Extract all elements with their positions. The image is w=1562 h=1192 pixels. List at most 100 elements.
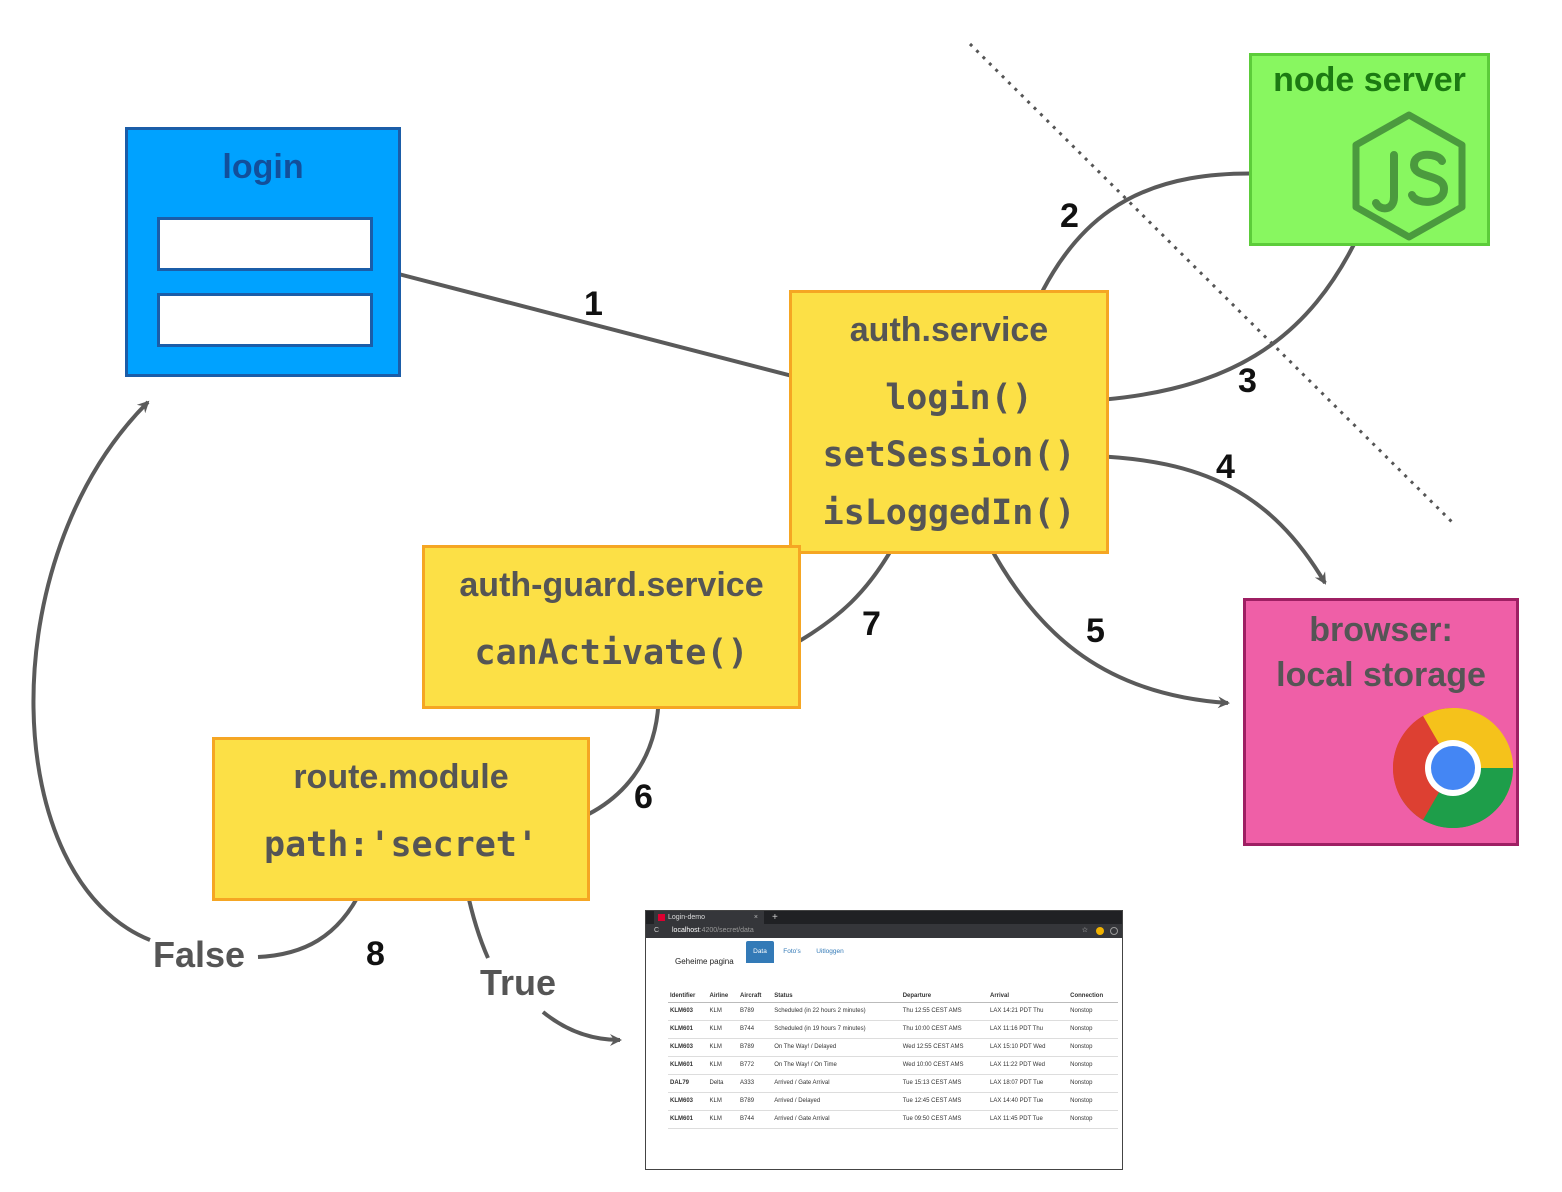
- table-cell: LAX 15:10 PDT Wed: [987, 1038, 1069, 1057]
- bookmark-star-icon[interactable]: ☆: [1081, 927, 1088, 934]
- step-7-label: 7: [862, 605, 881, 643]
- extension-icon[interactable]: [1096, 927, 1104, 935]
- set-session-method: setSession(): [822, 435, 1076, 475]
- table-cell: LAX 18:07 PDT Tue: [987, 1074, 1069, 1093]
- route-module-box: route.module path:'secret': [212, 737, 590, 901]
- reload-icon[interactable]: C: [654, 927, 660, 934]
- is-logged-in-method: isLoggedIn(): [822, 493, 1076, 533]
- tab-data[interactable]: Data: [746, 941, 774, 963]
- table-cell: Tue 09:50 CEST AMS: [900, 1110, 988, 1129]
- table-cell: LAX 11:16 PDT Thu: [987, 1020, 1069, 1039]
- table-cell: KLM: [707, 1092, 739, 1111]
- table-cell: LAX 11:22 PDT Wed: [987, 1056, 1069, 1075]
- table-cell: KLM601: [668, 1020, 708, 1039]
- node-server-title: node server: [1273, 61, 1466, 99]
- step-3-label: 3: [1238, 362, 1257, 400]
- step-6-label: 6: [634, 778, 653, 816]
- table-cell: B772: [738, 1056, 773, 1075]
- column-header: Airline: [707, 991, 739, 1003]
- table-cell: Scheduled (in 19 hours 7 minutes): [772, 1020, 901, 1039]
- step-1-label: 1: [584, 285, 603, 323]
- node-server-box: node server: [1249, 53, 1490, 246]
- table-cell: KLM603: [668, 1002, 708, 1021]
- table-cell: Wed 10:00 CEST AMS: [900, 1056, 988, 1075]
- table-cell: KLM: [707, 1110, 739, 1129]
- column-header: Identifier: [668, 991, 708, 1003]
- table-cell: KLM603: [668, 1038, 708, 1057]
- table-cell: KLM: [707, 1038, 739, 1057]
- auth-guard-service-box: auth-guard.service canActivate(): [422, 545, 801, 709]
- can-activate-method: canActivate(): [474, 633, 749, 673]
- table-cell: Nonstop: [1068, 1056, 1118, 1075]
- table-cell: Nonstop: [1068, 1110, 1118, 1129]
- angular-favicon-icon: [658, 914, 665, 921]
- url-text[interactable]: localhost:4200/secret/data: [672, 924, 754, 938]
- table-cell: Nonstop: [1068, 1038, 1118, 1057]
- browser-title-line1: browser:: [1309, 611, 1453, 649]
- column-header: Connection: [1068, 991, 1118, 1003]
- address-bar[interactable]: C localhost:4200/secret/data ☆: [646, 924, 1122, 938]
- username-field[interactable]: [157, 217, 373, 271]
- column-header: Departure: [900, 991, 988, 1003]
- table-cell: On The Way! / On Time: [772, 1056, 901, 1075]
- arrow-3: [1058, 227, 1364, 408]
- table-cell: Nonstop: [1068, 1074, 1118, 1093]
- auth-service-title: auth.service: [849, 311, 1049, 349]
- login-method: login(): [885, 378, 1033, 418]
- table-cell: B744: [738, 1110, 773, 1129]
- url-path: :4200/secret/data: [699, 927, 754, 934]
- table-cell: Thu 12:55 CEST AMS: [900, 1002, 988, 1021]
- table-cell: Wed 12:55 CEST AMS: [900, 1038, 988, 1057]
- column-header: Status: [772, 991, 901, 1003]
- arrow-false-return: [31, 400, 151, 942]
- step-5-label: 5: [1086, 612, 1105, 650]
- table-cell: DAL79: [668, 1074, 708, 1093]
- table-cell: Nonstop: [1068, 1092, 1118, 1111]
- browser-tab[interactable]: Login-demo ×: [654, 911, 764, 924]
- url-host: localhost: [672, 927, 700, 934]
- table-cell: Arrived / Gate Arrival: [772, 1110, 901, 1129]
- table-cell: Tue 15:13 CEST AMS: [900, 1074, 988, 1093]
- login-component: login: [125, 127, 401, 377]
- table-cell: KLM603: [668, 1092, 708, 1111]
- browser-local-storage-box: browser: local storage: [1243, 598, 1519, 846]
- browser-title-line2: local storage: [1276, 656, 1486, 694]
- auth-guard-title: auth-guard.service: [459, 566, 764, 604]
- login-title: login: [222, 148, 304, 186]
- step-2-label: 2: [1060, 197, 1079, 235]
- tab-uitloggen[interactable]: Uitloggen: [816, 948, 844, 955]
- step-4-label: 4: [1216, 448, 1235, 486]
- tab-title: Login-demo: [668, 914, 705, 921]
- table-cell: LAX 14:40 PDT Tue: [987, 1092, 1069, 1111]
- column-header: Arrival: [987, 991, 1069, 1003]
- arrow-1: [382, 268, 860, 397]
- table-cell: Nonstop: [1068, 1002, 1118, 1021]
- new-tab-icon[interactable]: +: [772, 912, 778, 923]
- tab-fotos[interactable]: Foto's: [783, 948, 801, 955]
- table-cell: Delta: [707, 1074, 739, 1093]
- arrow-5: [977, 531, 1230, 709]
- route-module-title: route.module: [293, 758, 509, 796]
- arrow-true-target: [541, 1010, 622, 1046]
- tab-close-icon[interactable]: ×: [753, 914, 758, 921]
- table-cell: On The Way! / Delayed: [772, 1038, 901, 1057]
- profile-icon[interactable]: [1110, 927, 1118, 935]
- table-cell: Arrived / Gate Arrival: [772, 1074, 901, 1093]
- route-path: path:'secret': [264, 825, 538, 865]
- arrow-4: [1091, 454, 1327, 585]
- password-field[interactable]: [157, 293, 373, 347]
- table-cell: A333: [738, 1074, 773, 1093]
- true-branch-label: True: [480, 962, 557, 1003]
- nodejs-logo-icon: [1352, 111, 1466, 241]
- table-cell: B789: [738, 1038, 773, 1057]
- table-cell: KLM: [707, 1056, 739, 1075]
- table-cell: KLM601: [668, 1110, 708, 1129]
- browser-tab-bar: Login-demo × +: [646, 911, 1122, 924]
- table-cell: B789: [738, 1092, 773, 1111]
